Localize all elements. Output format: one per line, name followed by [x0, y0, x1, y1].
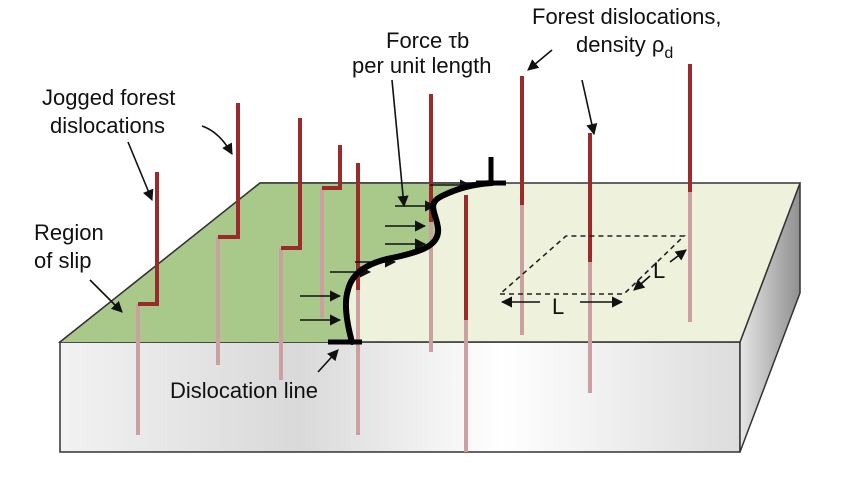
- spacing-square: [497, 235, 686, 295]
- leader-forest-1: [527, 49, 553, 71]
- label-region-line1: Region: [34, 220, 104, 245]
- dislocation-line: [342, 180, 495, 345]
- forest-rod-jogged: [138, 172, 159, 306]
- label-force-line1: Force τb: [386, 28, 469, 53]
- label-jogged-line1: Jogged forest: [42, 85, 175, 110]
- label-dislocation-line: Dislocation line: [170, 378, 318, 403]
- label-forest-density: density ρ: [576, 32, 664, 57]
- label-force-line2: per unit length: [352, 53, 491, 78]
- leader-jogged-2: [201, 125, 233, 155]
- block-front-face: [59, 341, 741, 453]
- leader-region: [89, 279, 123, 313]
- label-jogged-line2: dislocations: [50, 113, 165, 138]
- leader-force: [391, 79, 409, 208]
- forest-rod-jogged: [281, 118, 302, 250]
- label-forest-line1: Forest dislocations,: [532, 4, 722, 29]
- forest-rod-jogged: [218, 103, 240, 239]
- leader-dislocation-line: [317, 349, 339, 373]
- forest-dislocations: [136, 64, 692, 452]
- leader-forest-2: [581, 79, 598, 136]
- spacing-arrow-diagonal: [633, 275, 651, 291]
- label-forest-line2: density ρd: [576, 32, 673, 62]
- leader-jogged-1: [127, 141, 154, 202]
- forest-rod-jogged: [322, 145, 342, 190]
- label-spacing-l-diagonal: L: [653, 258, 665, 283]
- label-region-line2: of slip: [34, 248, 91, 273]
- slip-region: [60, 183, 488, 342]
- label-forest-subscript: d: [664, 45, 673, 62]
- label-spacing-l-horizontal: L: [552, 294, 564, 319]
